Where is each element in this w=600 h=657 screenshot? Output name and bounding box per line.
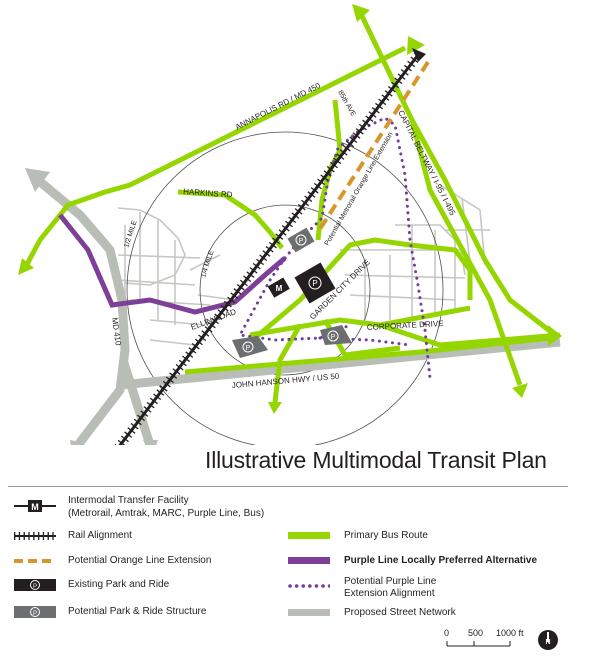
map-parking-letter-4: P — [331, 334, 336, 341]
potential-park-ride-south — [320, 325, 352, 345]
map-parking-letter-2: P — [312, 279, 317, 288]
north-letter: N — [545, 639, 551, 646]
label-md-410: MD 410 — [110, 317, 123, 347]
legend-divider — [8, 486, 568, 487]
label-capital-beltway: CAPITAL BELTWAY / I-95 / I-495 — [396, 109, 457, 217]
label-harkins-rd: HARKINS RD — [183, 187, 233, 199]
existing-park-ride — [294, 262, 336, 304]
legend-transfer-sublabel: (Metrorail, Amtrak, MARC, Purple Line, B… — [68, 508, 265, 519]
intermodal-transfer-facility — [267, 277, 290, 298]
rail-icon — [14, 532, 56, 540]
potential-park-ride-icon: P — [14, 606, 56, 618]
quarter-mile-radius — [199, 204, 371, 376]
gray-arrowheads — [25, 168, 158, 445]
legend-orange-label: Potential Orange Line Extension — [68, 555, 212, 566]
rail-alignment — [114, 52, 422, 445]
legend-purple-lpa-label: Purple Line Locally Preferred Alternativ… — [344, 555, 538, 566]
legend-potential-pr-label: Potential Park & Ride Structure — [68, 606, 207, 617]
purple-lpa-icon — [288, 557, 330, 564]
legend-rail-label: Rail Alignment — [68, 530, 132, 541]
scale-mid: 500 — [468, 628, 484, 638]
label-annapolis-rd: ANNAPOLIS RD / MD 450 — [234, 81, 323, 132]
north-arrow-icon: N — [538, 630, 558, 650]
potential-park-ride-north — [287, 227, 315, 253]
label-corporate-drive: CORPORATE DRIVE — [367, 319, 444, 332]
orange-line-icon — [14, 559, 56, 563]
purple-line-lpa — [58, 213, 287, 315]
map-title: Illustrative Multimodal Transit Plan — [205, 447, 547, 473]
map-parking-letter-1: P — [299, 238, 304, 245]
map-metro-letter: M — [276, 284, 283, 293]
svg-text:M: M — [31, 502, 39, 512]
street-network-icon — [288, 609, 330, 616]
half-mile-radius — [126, 131, 444, 445]
purple-extension-icon — [288, 584, 330, 588]
scale-end: 1000 ft — [496, 628, 524, 638]
rail-arrowhead — [412, 48, 426, 62]
legend-street-label: Proposed Street Network — [344, 607, 456, 618]
svg-text:P: P — [33, 611, 37, 617]
existing-park-ride-icon: P — [14, 579, 56, 591]
legend-purple-ext-sublabel: Extension Alignment — [344, 588, 435, 599]
primary-bus-route — [22, 10, 561, 403]
transfer-facility-icon: M — [14, 500, 56, 512]
scale-zero: 0 — [444, 628, 450, 638]
svg-text:P: P — [33, 584, 37, 590]
legend-existing-pr-label: Existing Park and Ride — [68, 579, 170, 590]
bus-arrowheads — [18, 4, 562, 414]
gray-arterials — [35, 176, 561, 445]
orange-line-extension — [316, 60, 430, 234]
legend-transfer-label: Intermodal Transfer Facility — [68, 495, 189, 506]
label-orange-extension: Potential Metrorail Orange Line Extensio… — [324, 131, 395, 247]
label-85th-ave: 85th AVE — [336, 90, 357, 119]
map-parking-letter-3: P — [246, 345, 251, 352]
transit-map: P P P P M ANNAPOLIS RD / MD 450 CAPITAL … — [18, 4, 562, 445]
scale-bar: 0 500 1000 ft — [444, 628, 524, 650]
potential-park-ride-west — [232, 336, 268, 358]
bus-route-icon — [288, 532, 330, 539]
legend-bus-label: Primary Bus Route — [344, 530, 428, 541]
legend-purple-ext-label: Potential Purple Line — [344, 576, 437, 587]
